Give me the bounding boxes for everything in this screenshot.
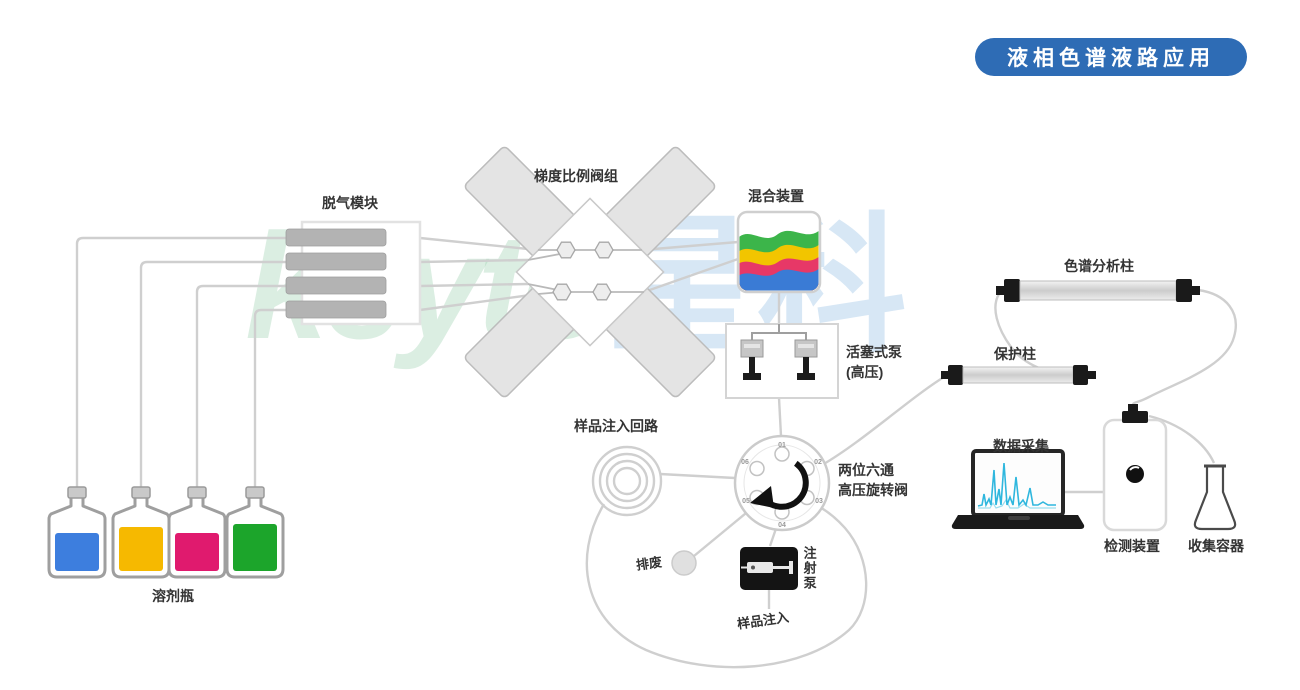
tube-analysis-detector: [1131, 288, 1237, 408]
label-gradient-valve: 梯度比例阀组: [534, 168, 618, 184]
tube-bottle1-degasser: [75, 236, 288, 487]
bottle-cap: [187, 486, 207, 499]
label-guard-column: 保护柱: [994, 346, 1036, 362]
tube-degasser-valve3: [419, 282, 529, 288]
label-analysis-column: 色谱分析柱: [1064, 258, 1134, 274]
solvent-bottle-magenta: [167, 486, 227, 579]
liquid-magenta: [175, 533, 219, 571]
label-piston-pump-1: 活塞式泵: [846, 344, 902, 360]
six-way-valve: 01 02 03 04 05 06: [733, 434, 831, 532]
svg-text:03: 03: [815, 498, 823, 505]
tube-valve-loop: [659, 472, 736, 480]
svg-text:01: 01: [778, 442, 786, 449]
mixer-layers: [739, 230, 819, 291]
chromatogram-trace: [977, 462, 1056, 508]
piston-pump: [725, 323, 839, 399]
title-badge: 液相色谱液路应用: [975, 38, 1247, 76]
liquid-green: [233, 524, 277, 571]
tube-valve-mixer2: [643, 257, 739, 294]
solvent-bottle-blue: [47, 486, 107, 579]
label-six-way-valve-1: 两位六通: [838, 462, 894, 478]
svg-text:02: 02: [814, 459, 822, 466]
tube-bottle2-degasser: [139, 260, 288, 487]
collection-flask: [1193, 464, 1237, 531]
label-data-acquisition: 数据采集: [993, 438, 1049, 454]
valve-center-plate: [515, 197, 665, 347]
piston-left: [740, 339, 764, 380]
label-detector: 检测装置: [1104, 538, 1160, 554]
svg-text:05: 05: [742, 498, 750, 505]
label-solvent-bottle: 溶剂瓶: [152, 588, 194, 604]
liquid-yellow: [119, 527, 163, 571]
tube-degasser-valve1: [419, 236, 539, 252]
svg-text:04: 04: [778, 522, 786, 529]
tube-valve-mixer1: [641, 240, 739, 252]
waste-port: [671, 550, 697, 576]
bottle-cap: [67, 486, 87, 499]
bottle-cap: [245, 486, 265, 499]
sample-loop-coil: [591, 445, 663, 517]
gradient-valve-assembly: [464, 146, 716, 398]
laptop: [951, 449, 1085, 529]
label-piston-pump-2: (高压): [846, 364, 884, 380]
solvent-bottle-yellow: [111, 486, 171, 579]
solvent-bottle-green: [225, 486, 285, 579]
detector-inlet-fitting: [1122, 411, 1148, 423]
solvent-bottles: [47, 486, 285, 579]
tube-degasser-valve4: [419, 292, 539, 312]
tube-degasser-valve2: [419, 258, 529, 264]
valve-arrowhead: [750, 486, 774, 508]
valve-port-labels: 01 02 03 04 05 06: [741, 442, 823, 529]
label-syringe-pump: 注射泵: [801, 546, 817, 591]
guard-column: [941, 365, 1096, 385]
tube-sample-loop-circuit: [585, 503, 868, 669]
degasser-module: [285, 220, 422, 326]
label-six-way-valve-2: 高压旋转阀: [838, 482, 908, 498]
label-sample-loop: 样品注入回路: [574, 418, 658, 434]
tubing-lines: [75, 236, 1237, 669]
tube-detector-flask: [1148, 414, 1216, 464]
valve-internal-lines: [527, 249, 644, 295]
valve-fittings: [552, 241, 614, 301]
tube-valve-guardcolumn: [821, 375, 945, 467]
label-degasser: 脱气模块: [322, 195, 378, 211]
liquid-blue: [55, 533, 99, 571]
piston-right: [794, 339, 818, 380]
syringe-barrel: [747, 562, 773, 573]
label-mixer: 混合装置: [748, 188, 804, 204]
syringe-pump: [740, 547, 798, 590]
label-collector: 收集容器: [1188, 538, 1244, 554]
tube-bottle3-degasser: [195, 284, 288, 487]
detector-device: [1102, 404, 1168, 532]
svg-text:06: 06: [741, 459, 749, 466]
bottle-cap: [131, 486, 151, 499]
tube-pump-valve: [777, 397, 783, 437]
laptop-base: [951, 515, 1085, 529]
tube-bottle4-degasser: [253, 308, 288, 487]
analysis-column: [996, 279, 1200, 302]
mixer-device: [736, 210, 822, 294]
tube-guard-analysis: [994, 293, 1095, 377]
